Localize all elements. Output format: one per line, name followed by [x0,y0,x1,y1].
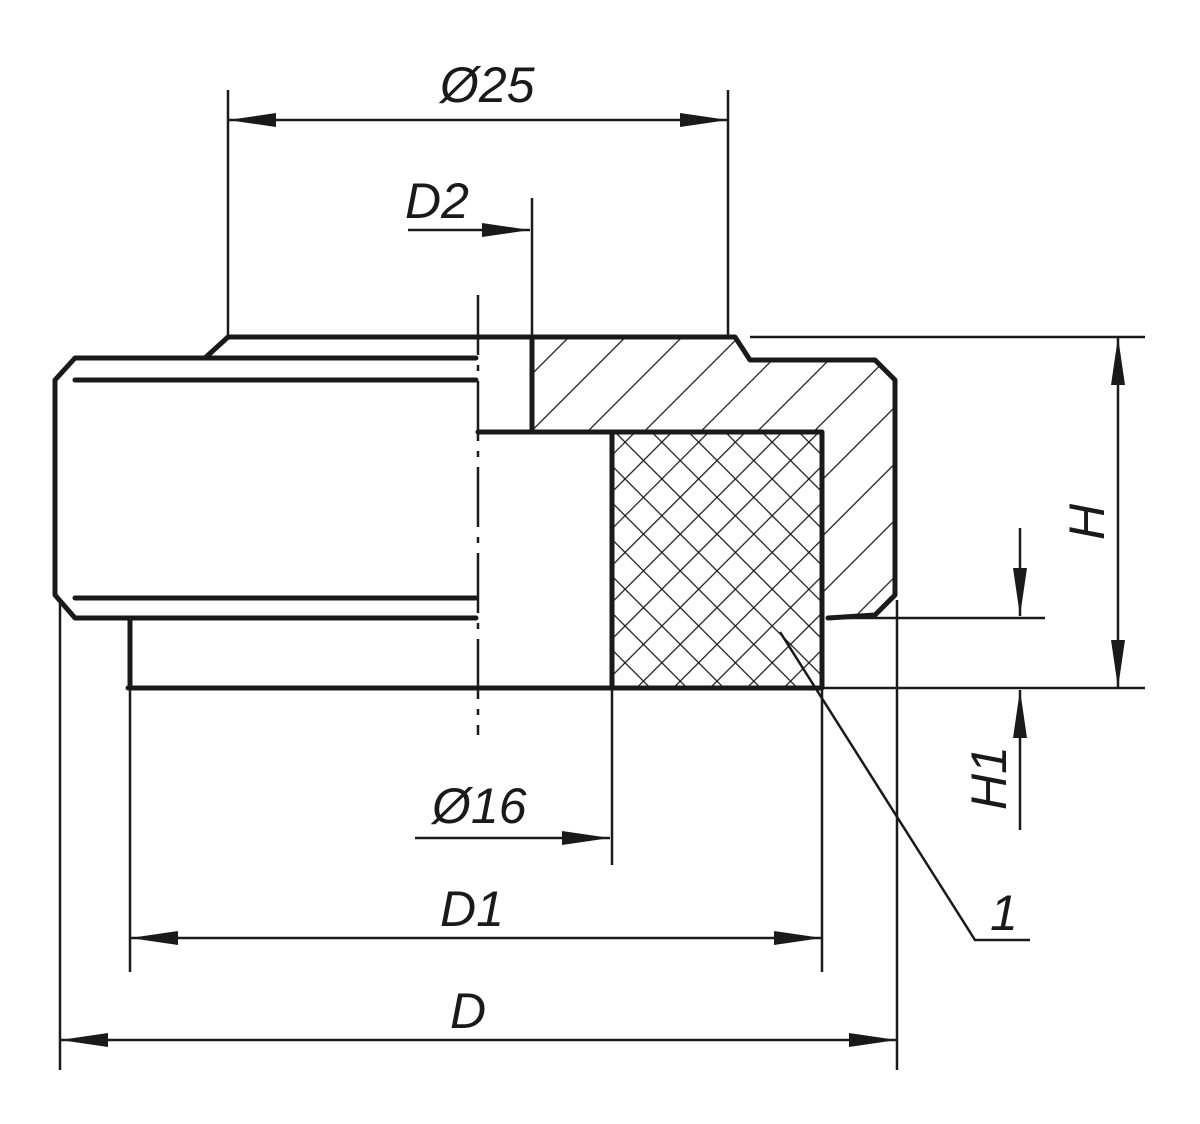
hatched-section [532,337,895,618]
label-d: D [450,983,486,1039]
label-d1: D1 [440,881,504,937]
label-h: H [1059,503,1115,540]
label-dia-25: Ø25 [438,57,535,113]
dimension-lines [58,90,1145,1070]
label-d2: D2 [405,173,469,229]
label-dia-16: Ø16 [430,778,527,834]
label-h1: H1 [961,746,1017,810]
label-item-1: 1 [990,885,1018,941]
part-outline [52,334,898,691]
